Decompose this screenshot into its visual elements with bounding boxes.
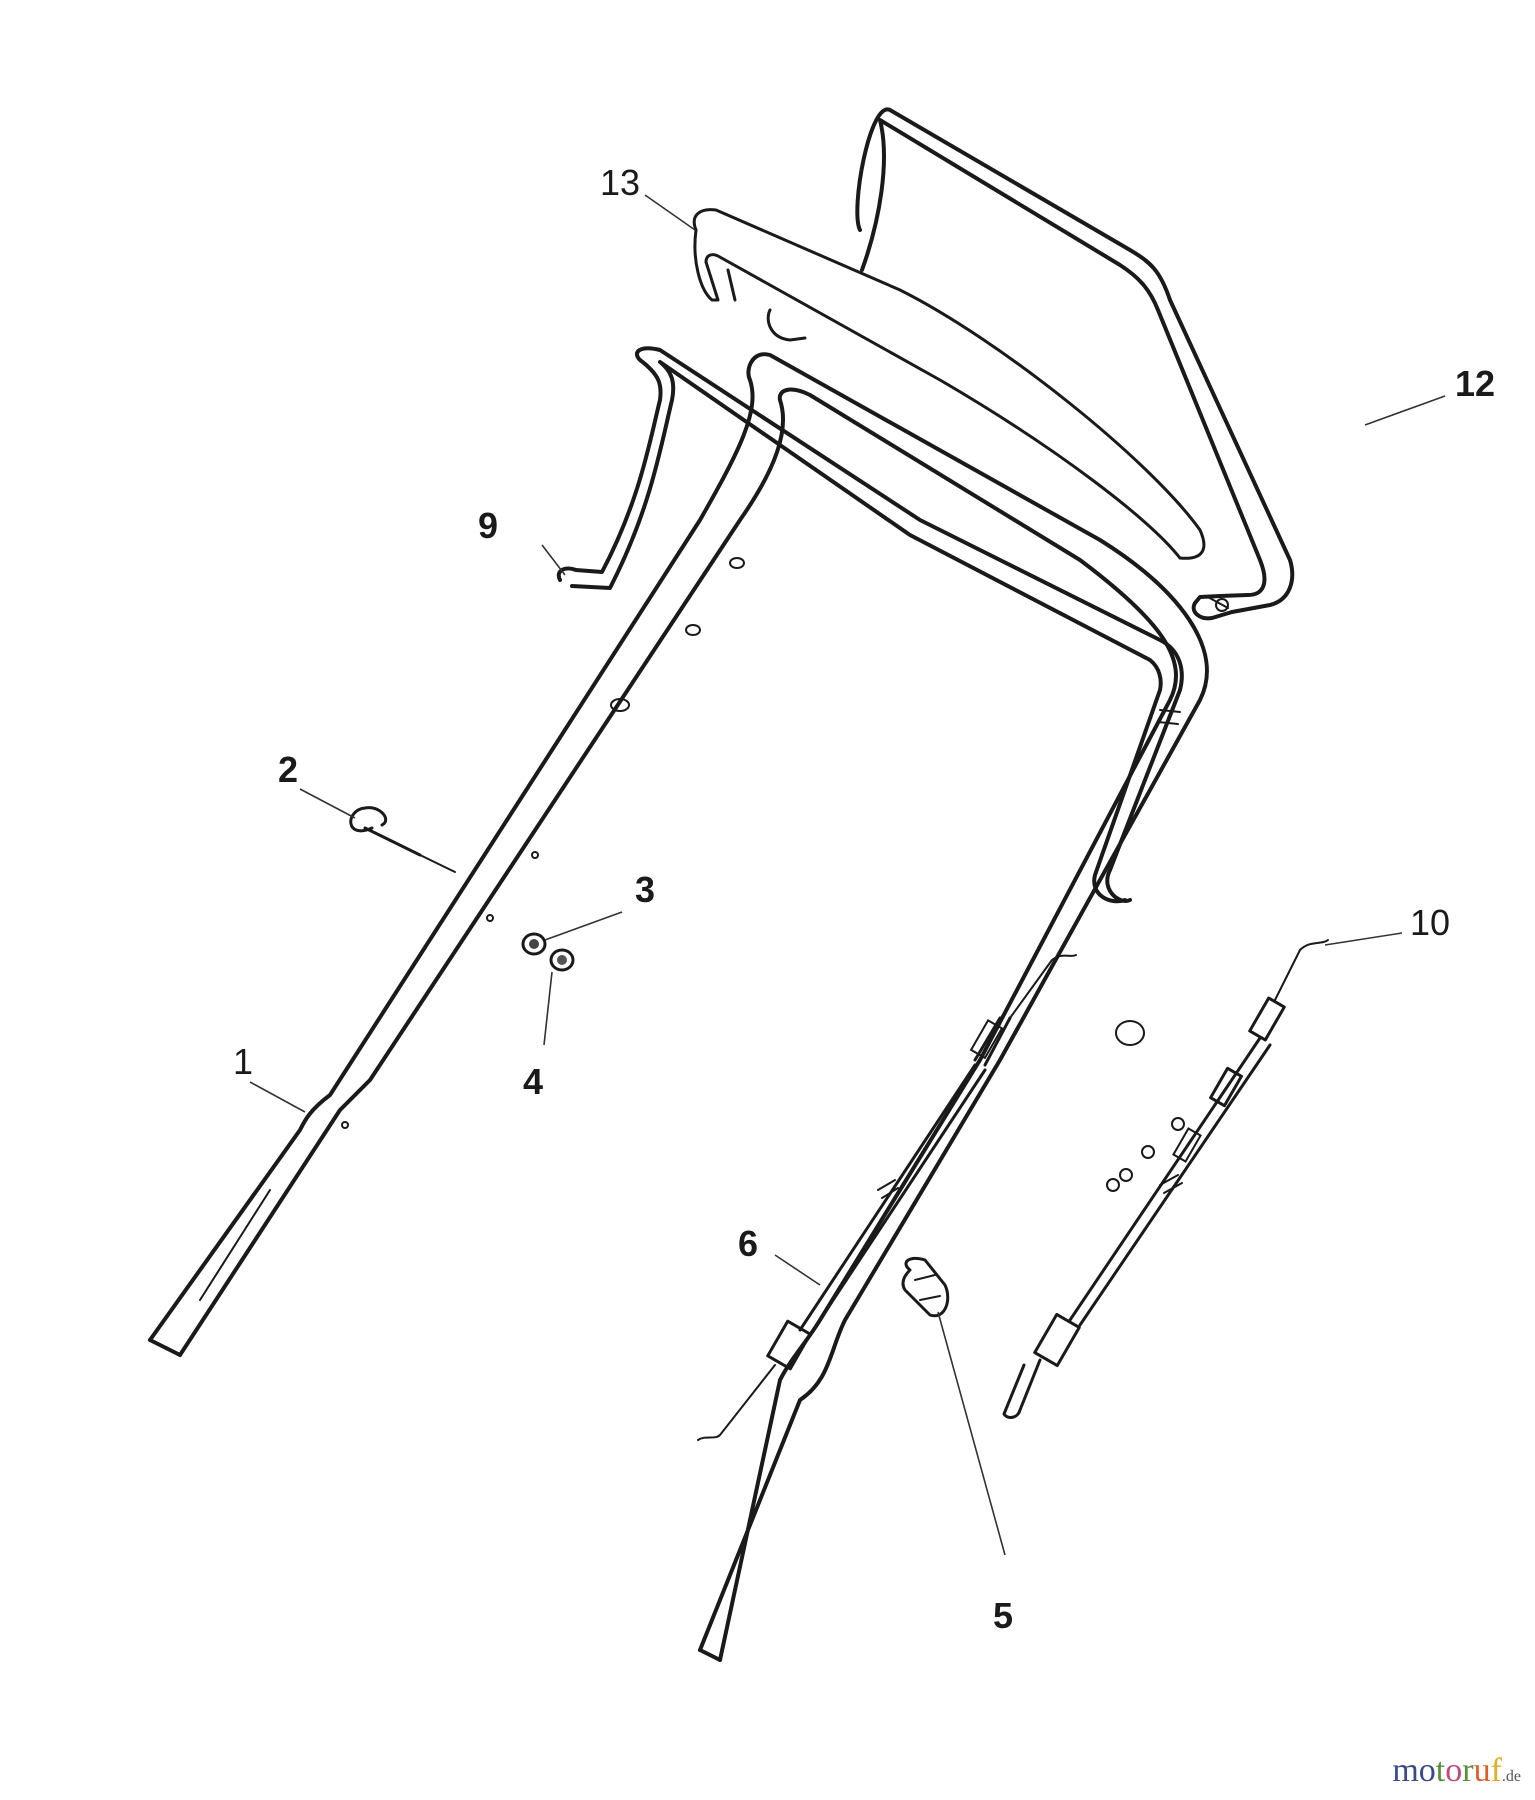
part-label-5: 5 [993, 1595, 1014, 1636]
part-5-cable-clip[interactable] [901, 1256, 950, 1318]
part-6-control-cable[interactable] [697, 954, 1077, 1441]
part-10-drive-cable[interactable] [1002, 939, 1329, 1419]
watermark-letter: f [1490, 1752, 1502, 1789]
watermark-letter: m [1392, 1752, 1419, 1789]
part-label-9: 9 [478, 505, 499, 546]
watermark-suffix: .de [1501, 1768, 1521, 1785]
watermark-letter: o [1445, 1752, 1463, 1789]
part-label-6: 6 [738, 1223, 759, 1264]
part-label-2: 2 [278, 749, 299, 790]
part-13-grip-cover[interactable] [692, 208, 1206, 560]
part-3-washer[interactable] [521, 932, 547, 956]
watermark-letter: t [1435, 1752, 1446, 1789]
part-4-nut[interactable] [549, 948, 575, 972]
part-label-1: 1 [233, 1041, 254, 1082]
watermark-letter: o [1418, 1752, 1436, 1789]
part-1-handle-tube[interactable] [148, 352, 1209, 1662]
part-label-10: 10 [1410, 902, 1451, 943]
part-label-3: 3 [635, 869, 656, 910]
leader-lines [249, 194, 1446, 1556]
part-label-12: 12 [1455, 363, 1496, 404]
watermark-logo: motoruf.de [1392, 1752, 1521, 1790]
part-12-drive-bail[interactable] [855, 107, 1295, 621]
part-label-13: 13 [600, 162, 641, 203]
part-label-4: 4 [523, 1061, 544, 1102]
watermark-letter: r [1462, 1752, 1474, 1789]
part-9-lever-bail[interactable] [556, 346, 1184, 904]
watermark-letter: u [1473, 1752, 1491, 1789]
part-2-hook-bolt[interactable] [349, 806, 456, 873]
